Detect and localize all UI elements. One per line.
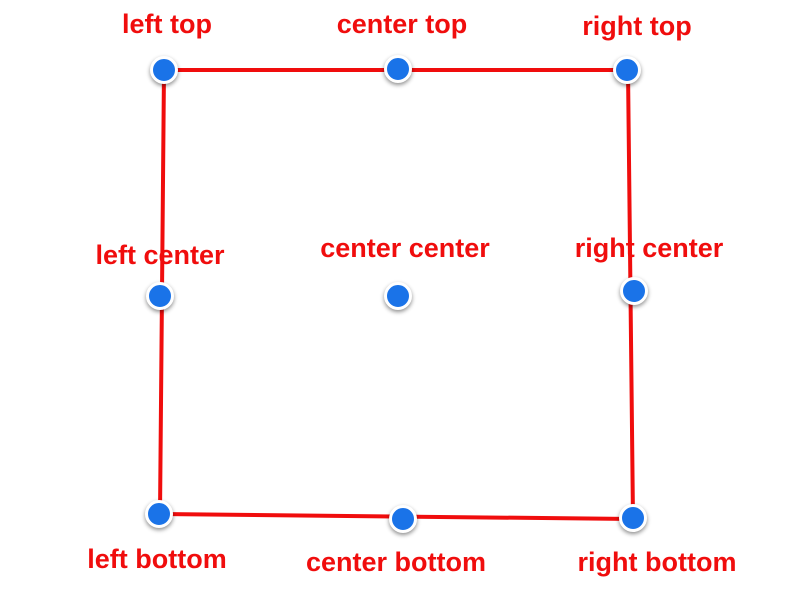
label-right-top: right top	[582, 11, 692, 41]
label-left-center: left center	[95, 240, 225, 270]
anchor-point-center-bottom[interactable]	[389, 505, 417, 533]
anchor-point-right-center[interactable]	[620, 277, 648, 305]
label-right-bottom: right bottom	[577, 547, 737, 577]
anchor-point-left-top[interactable]	[150, 56, 178, 84]
label-left-top: left top	[122, 9, 212, 39]
anchor-point-left-bottom[interactable]	[145, 500, 173, 528]
anchor-point-right-top[interactable]	[613, 56, 641, 84]
anchor-point-right-bottom[interactable]	[619, 504, 647, 532]
label-center-top: center top	[336, 9, 468, 39]
label-right-center: right center	[574, 233, 724, 263]
anchor-point-left-center[interactable]	[146, 282, 174, 310]
label-left-bottom: left bottom	[87, 544, 227, 574]
anchor-point-center-center[interactable]	[384, 282, 412, 310]
label-center-bottom: center bottom	[305, 547, 487, 577]
label-center-center: center center	[320, 233, 490, 263]
anchor-point-center-top[interactable]	[384, 55, 412, 83]
